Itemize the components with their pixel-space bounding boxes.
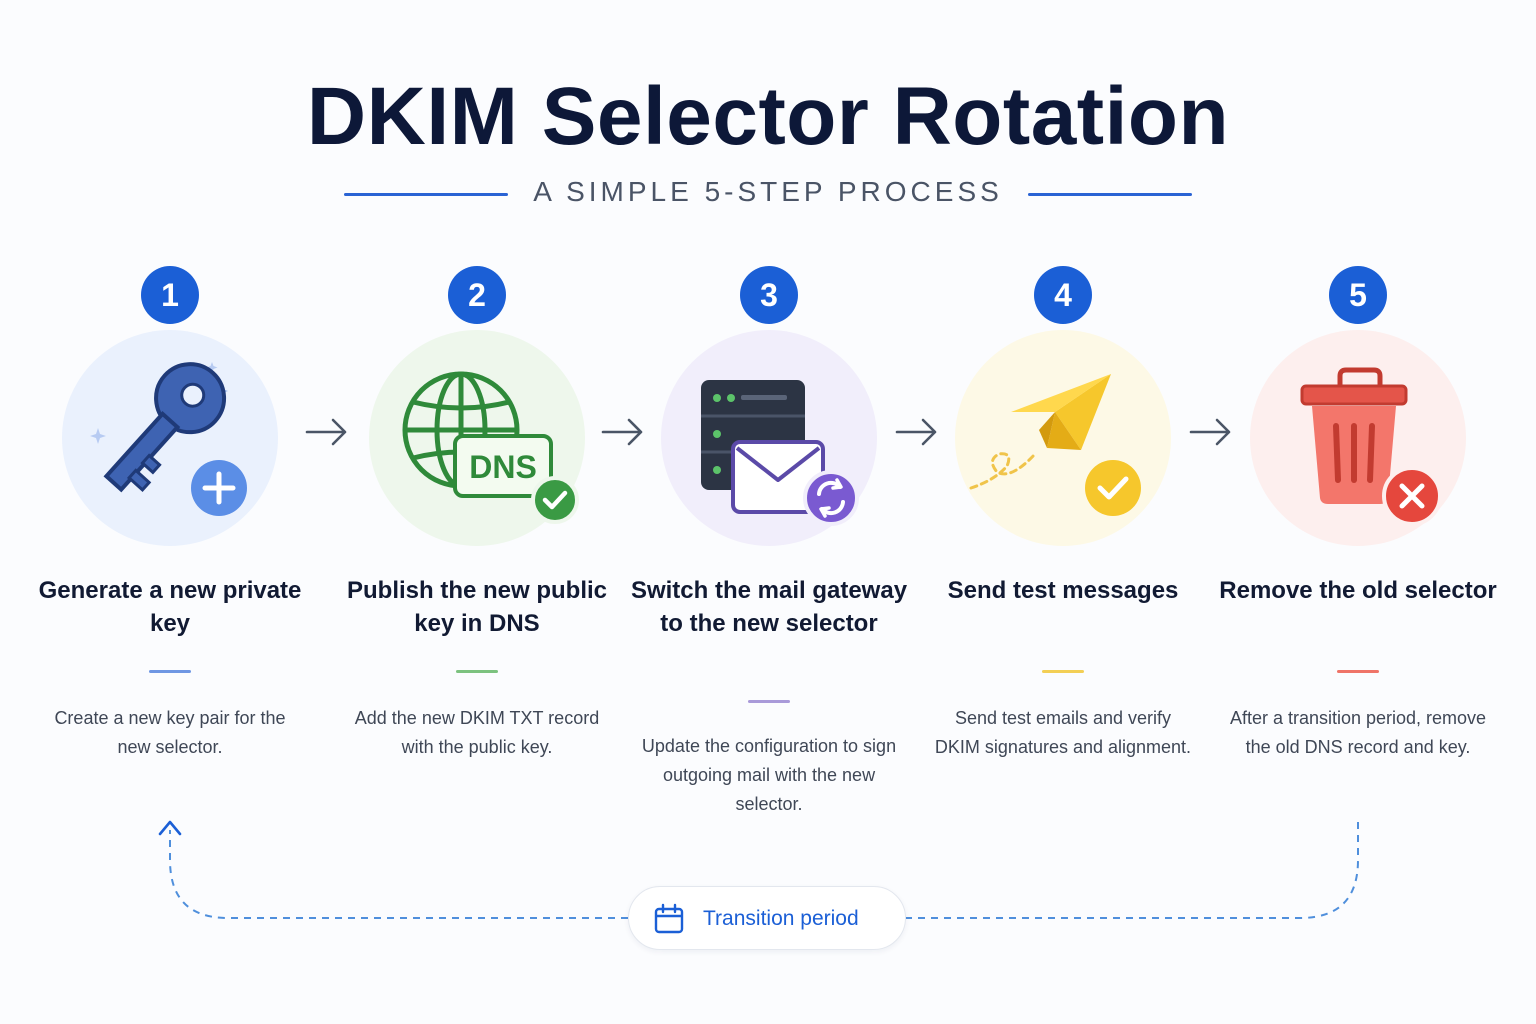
step-icon-circle bbox=[1250, 330, 1466, 546]
trash-remove-icon bbox=[1300, 367, 1442, 526]
step-description: Create a new key pair for the new select… bbox=[54, 708, 286, 757]
key-plus-icon bbox=[90, 362, 247, 516]
step-icon-circle bbox=[62, 330, 278, 546]
page-title: DKIM Selector Rotation bbox=[306, 71, 1230, 162]
subtitle-rule-right bbox=[1028, 193, 1192, 196]
calendar-icon bbox=[654, 903, 684, 934]
transition-period-label: Transition period bbox=[703, 907, 859, 930]
step-description: Add the new DKIM TXT record with the pub… bbox=[354, 708, 600, 757]
step-number-badge: 3 bbox=[740, 266, 798, 324]
loop-arrowhead bbox=[158, 820, 182, 836]
step-title: Publish the new public key in DNS bbox=[346, 577, 607, 637]
server-mail-icon bbox=[701, 380, 859, 526]
step-accent-rule bbox=[748, 700, 790, 703]
subtitle-rule-left bbox=[344, 193, 508, 196]
step-description: Update the configuration to sign outgoin… bbox=[641, 736, 897, 814]
step-icon-circle bbox=[661, 330, 877, 546]
step-icon-circle bbox=[955, 330, 1171, 546]
dns-globe-icon: DNS bbox=[402, 371, 579, 524]
dns-label: DNS bbox=[469, 449, 537, 485]
step-title: Switch the mail gateway to the new selec… bbox=[630, 577, 908, 637]
step-number-badge: 4 bbox=[1034, 266, 1092, 324]
step-accent-rule bbox=[456, 670, 498, 673]
step-accent-rule bbox=[149, 670, 191, 673]
step-description: After a transition period, remove the ol… bbox=[1229, 708, 1487, 757]
step-accent-rule bbox=[1042, 670, 1084, 673]
step-number-badge: 2 bbox=[448, 266, 506, 324]
paper-plane-icon bbox=[969, 374, 1141, 516]
step-number-badge: 5 bbox=[1329, 266, 1387, 324]
step-title: Remove the old selector bbox=[1219, 577, 1497, 604]
arrow-right-icon bbox=[1189, 418, 1231, 446]
page-subtitle: A SIMPLE 5-STEP PROCESS bbox=[533, 176, 1003, 207]
transition-period-pill: Transition period bbox=[628, 886, 906, 950]
step-title: Generate a new private key bbox=[38, 577, 302, 637]
arrow-right-icon bbox=[895, 418, 937, 446]
arrow-right-icon bbox=[305, 418, 347, 446]
step-description: Send test emails and verify DKIM signatu… bbox=[934, 708, 1192, 757]
step-icon-circle: DNS bbox=[369, 330, 585, 546]
subtitle-row: A SIMPLE 5-STEP PROCESS bbox=[0, 176, 1536, 212]
arrow-right-icon bbox=[601, 418, 643, 446]
step-title: Send test messages bbox=[947, 577, 1179, 604]
step-accent-rule bbox=[1337, 670, 1379, 673]
step-number-badge: 1 bbox=[141, 266, 199, 324]
